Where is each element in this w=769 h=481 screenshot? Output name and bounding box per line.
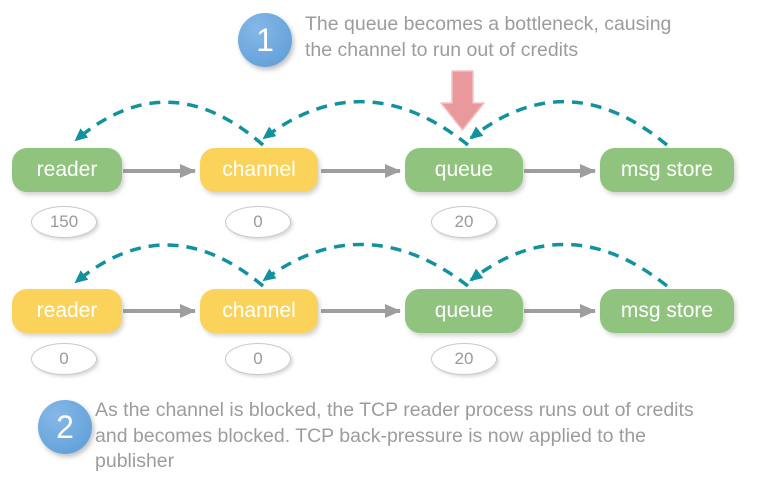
node-row1-queue: queue (405, 148, 523, 192)
credit-arc-row1-msgstore-to-queue (469, 100, 669, 147)
credit-count-row1-queue: 20 (431, 206, 497, 238)
node-label: reader (36, 158, 98, 181)
node-row2-msgstore: msg store (600, 289, 734, 333)
node-label: reader (36, 299, 98, 322)
node-label: msg store (620, 158, 714, 181)
node-label: channel (222, 299, 296, 322)
credit-count-row2-channel: 0 (225, 343, 291, 375)
credit-arc-row2-queue-to-channel (262, 242, 470, 288)
node-label: queue (434, 299, 494, 322)
node-row1-reader: reader (12, 148, 122, 192)
credit-count-row1-channel: 0 (225, 206, 291, 238)
node-row2-queue: queue (405, 289, 523, 333)
step-2-number: 2 (56, 408, 74, 445)
credit-value: 0 (253, 349, 263, 368)
node-label: queue (434, 158, 494, 181)
node-row2-reader: reader (12, 289, 122, 333)
credit-value: 150 (49, 212, 79, 231)
credit-arc-row2-msgstore-to-queue (469, 242, 669, 288)
node-row1-msgstore: msg store (600, 148, 734, 192)
bottleneck-arrow-icon (440, 70, 485, 131)
credit-count-row1-reader: 150 (31, 206, 97, 238)
credit-count-row2-reader: 0 (31, 343, 97, 375)
node-label: channel (222, 158, 296, 181)
credit-value: 20 (454, 212, 474, 231)
step-1-number: 1 (256, 21, 274, 58)
credit-value: 0 (253, 212, 263, 231)
node-label: msg store (620, 299, 714, 322)
credit-value: 0 (59, 349, 69, 368)
step-2-text: As the channel is blocked, the TCP reade… (95, 399, 694, 472)
node-row2-channel: channel (200, 289, 318, 333)
credit-arc-row2-channel-to-reader (74, 243, 265, 288)
credit-arc-row1-queue-to-channel (262, 100, 470, 147)
credit-value: 20 (454, 349, 474, 368)
step-2-badge: 2 (38, 400, 92, 454)
credit-count-row2-queue: 20 (431, 343, 497, 375)
credit-arc-row1-channel-to-reader (74, 100, 265, 147)
step-1-text: The queue becomes a bottleneck, causing … (305, 13, 672, 61)
step-1-badge: 1 (238, 13, 292, 67)
node-row1-channel: channel (200, 148, 318, 192)
